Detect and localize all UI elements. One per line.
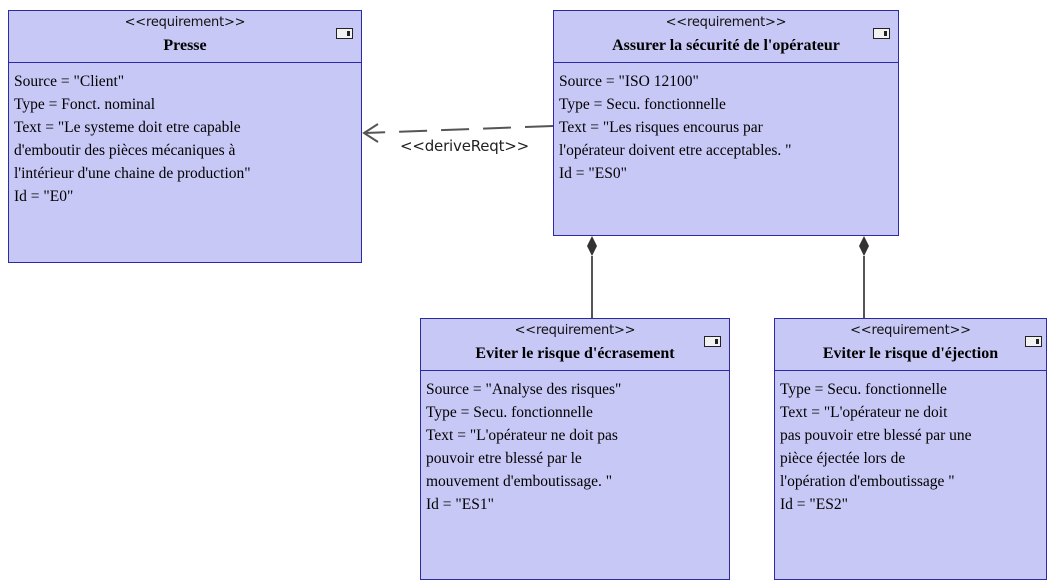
stereotype-label: <<requirement>> <box>124 15 246 30</box>
property-text: Text = "Le systeme doit etre capable <box>14 119 241 136</box>
property-id: Id = "E0" <box>14 188 74 205</box>
property-source: Source = "Client" <box>14 73 125 90</box>
property-text: Text = "L'opérateur ne doit <box>780 404 948 421</box>
requirement-ejection[interactable]: <<requirement>> Eviter le risque d'éject… <box>774 318 1047 580</box>
requirement-properties: Source = "Analyse des risques" Type = Se… <box>421 371 729 516</box>
property-text-cont: l'opérateur doivent etre acceptables. " <box>559 142 792 159</box>
property-type: Type = Secu. fonctionnelle <box>426 404 593 421</box>
stereotype-label: <<requirement>> <box>665 15 787 30</box>
requirement-header: <<requirement>> Eviter le risque d'écras… <box>421 319 729 371</box>
property-type: Type = Secu. fonctionnelle <box>780 381 947 398</box>
property-text-cont: mouvement d'emboutissage. " <box>426 473 613 490</box>
property-type: Type = Secu. fonctionnelle <box>559 96 726 113</box>
property-text-cont: l'opération d'emboutissage " <box>780 473 955 490</box>
requirement-ecrasement[interactable]: <<requirement>> Eviter le risque d'écras… <box>420 318 730 580</box>
requirement-icon <box>704 336 721 347</box>
property-text: Text = "L'opérateur ne doit pas <box>426 427 618 444</box>
property-id: Id = "ES0" <box>559 165 627 182</box>
requirement-presse[interactable]: <<requirement>> Presse Source = "Client"… <box>8 10 362 263</box>
stereotype-label: <<requirement>> <box>514 323 636 338</box>
property-text: Text = "Les risques encourus par <box>559 119 763 136</box>
requirement-name: Eviter le risque d'éjection <box>822 345 999 362</box>
property-text-cont: pouvoir etre blessé par le <box>426 450 582 467</box>
requirement-name: Eviter le risque d'écrasement <box>475 345 675 362</box>
requirement-header: <<requirement>> Presse <box>9 11 361 63</box>
composition-diamond-ejection <box>859 236 869 256</box>
requirements-diagram: <<deriveReqt>> <<requirement>> Presse So… <box>8 10 1047 580</box>
requirement-properties: Type = Secu. fonctionnelle Text = "L'opé… <box>775 371 1046 516</box>
diagram-edges <box>362 123 869 318</box>
property-text-cont: l'intérieur d'une chaine de production" <box>14 165 251 182</box>
property-text-cont: pièce éjectée lors de <box>780 450 906 467</box>
stereotype-label: <<requirement>> <box>850 323 971 338</box>
composition-diamond-ecrasement <box>587 236 597 256</box>
property-source: Source = "Analyse des risques" <box>426 381 622 398</box>
derive-reqt-line[interactable] <box>364 125 554 134</box>
requirement-icon <box>336 28 353 39</box>
requirement-properties: Source = "Client" Type = Fonct. nominal … <box>9 63 361 208</box>
property-id: Id = "ES1" <box>426 496 494 513</box>
requirement-name: Assurer la sécurité de l'opérateur <box>612 37 840 54</box>
requirement-properties: Source = "ISO 12100" Type = Secu. foncti… <box>554 63 898 185</box>
requirement-icon <box>873 28 890 39</box>
derive-reqt-label: <<deriveReqt>> <box>400 137 530 155</box>
property-type: Type = Fonct. nominal <box>14 96 156 113</box>
property-text-cont: d'emboutir des pièces mécaniques à <box>14 142 236 159</box>
requirement-header: <<requirement>> Assurer la sécurité de l… <box>554 11 898 63</box>
property-text-cont: pas pouvoir etre blessé par une <box>780 427 972 444</box>
requirement-securite[interactable]: <<requirement>> Assurer la sécurité de l… <box>553 10 899 236</box>
requirement-name: Presse <box>163 37 207 54</box>
requirement-icon <box>1025 336 1042 347</box>
requirement-header: <<requirement>> Eviter le risque d'éject… <box>775 319 1046 371</box>
property-source: Source = "ISO 12100" <box>559 73 699 90</box>
property-id: Id = "ES2" <box>780 496 848 513</box>
derive-reqt-arrowhead <box>362 123 379 143</box>
